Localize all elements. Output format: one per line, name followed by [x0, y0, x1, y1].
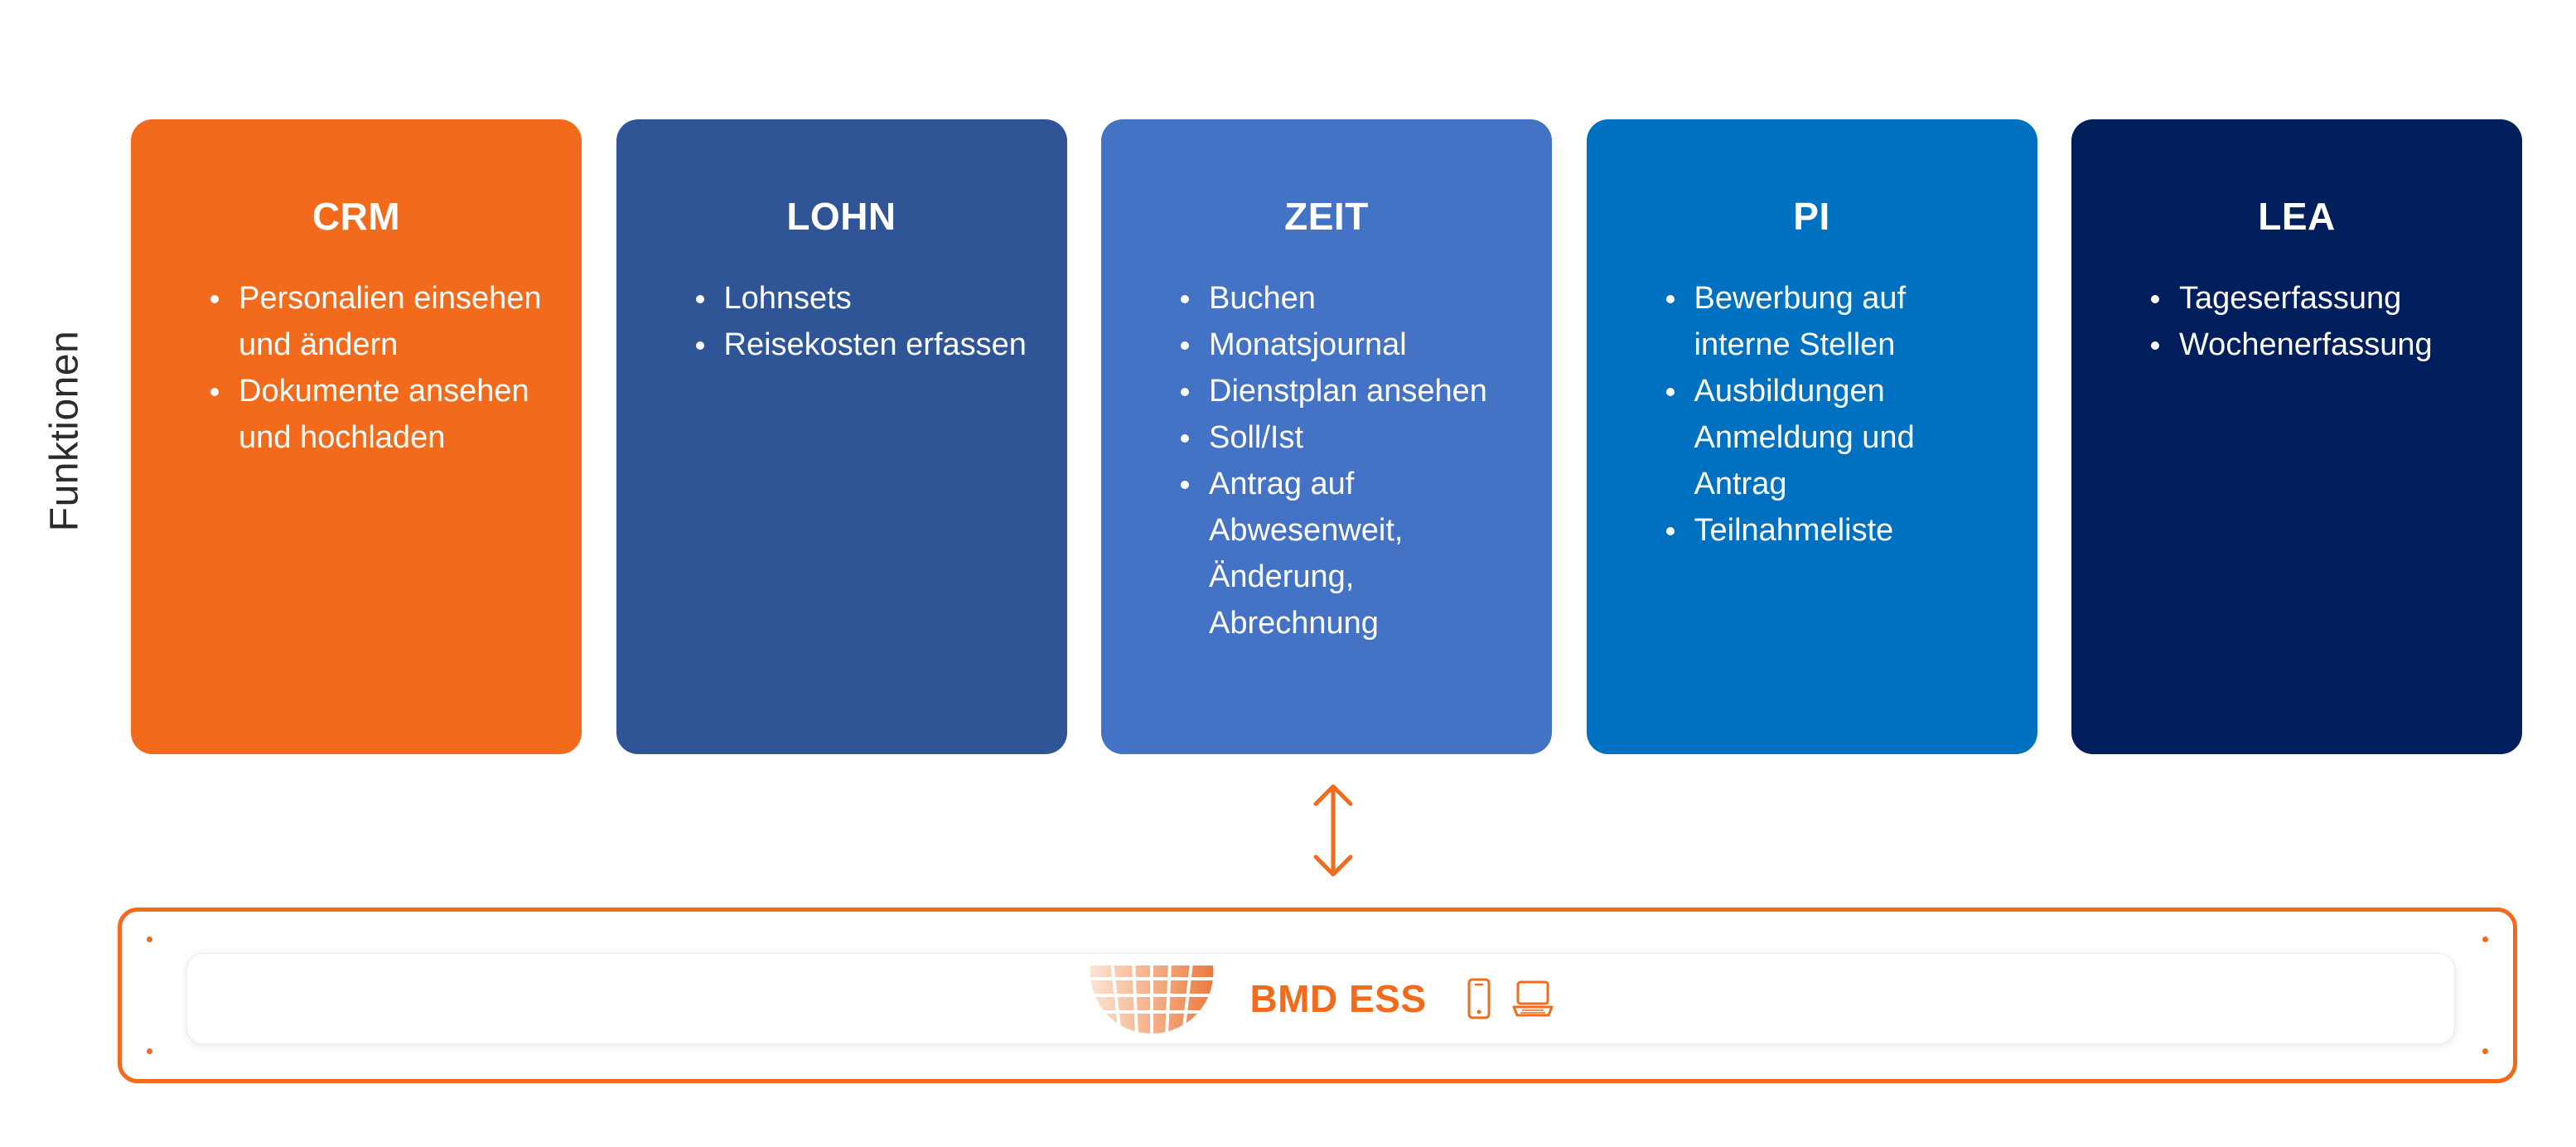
- card-list: Personalien einsehen und ändern Dokument…: [131, 275, 582, 461]
- list-item: Dokumente ansehen und hochladen: [210, 368, 549, 461]
- list-item: Ausbildungen Anmeldung und Antrag: [1665, 368, 2004, 507]
- module-cards: CRM Personalien einsehen und ändern Doku…: [131, 119, 2522, 754]
- card-list: Bewerbung auf interne Stellen Ausbildung…: [1587, 275, 2037, 554]
- ess-bar: BMD ESS: [186, 953, 2455, 1044]
- card-list: Buchen Monatsjournal Dienstplan ansehen …: [1101, 275, 1552, 646]
- list-item: Lohnsets: [695, 275, 1034, 322]
- list-item: Bewerbung auf interne Stellen: [1665, 275, 2004, 368]
- list-item: Dienstplan ansehen: [1181, 368, 1519, 414]
- laptop-icon: [1512, 980, 1554, 1017]
- corner-dot: [2482, 936, 2488, 942]
- list-item: Teilnahmeliste: [1665, 507, 2004, 554]
- ess-content: BMD ESS: [187, 954, 2454, 1043]
- card-title: CRM: [312, 195, 401, 238]
- ess-frame: BMD ESS: [118, 907, 2517, 1083]
- card-title: LEA: [2258, 195, 2336, 238]
- list-item: Personalien einsehen und ändern: [210, 275, 549, 368]
- card-lea: LEA Tageserfassung Wochenerfassung: [2071, 119, 2522, 754]
- functions-label: Funktionen: [42, 330, 87, 532]
- list-item: Monatsjournal: [1181, 322, 1519, 368]
- corner-dot: [147, 936, 152, 942]
- list-item: Reisekosten erfassen: [695, 322, 1034, 368]
- corner-dot: [147, 1048, 152, 1054]
- card-title: PI: [1793, 195, 1830, 238]
- card-title: LOHN: [786, 195, 897, 238]
- card-lohn: LOHN Lohnsets Reisekosten erfassen: [616, 119, 1067, 754]
- card-list: Lohnsets Reisekosten erfassen: [616, 275, 1067, 368]
- list-item: Wochenerfassung: [2151, 322, 2489, 368]
- globe-logo-icon: [1087, 962, 1217, 1035]
- card-zeit: ZEIT Buchen Monatsjournal Dienstplan ans…: [1101, 119, 1552, 754]
- list-item: Buchen: [1181, 275, 1519, 322]
- corner-dot: [2482, 1048, 2488, 1054]
- list-item: Tageserfassung: [2151, 275, 2489, 322]
- card-pi: PI Bewerbung auf interne Stellen Ausbild…: [1586, 119, 2037, 754]
- double-arrow-icon: [1313, 784, 1353, 877]
- card-list: Tageserfassung Wochenerfassung: [2071, 275, 2522, 368]
- card-crm: CRM Personalien einsehen und ändern Doku…: [131, 119, 582, 754]
- ess-label: BMD ESS: [1249, 977, 1427, 1020]
- list-item: Antrag auf Abwesenweit, Änderung, Abrech…: [1181, 461, 1519, 646]
- list-item: Soll/Ist: [1181, 414, 1519, 461]
- phone-icon: [1467, 978, 1491, 1019]
- card-title: ZEIT: [1284, 195, 1369, 238]
